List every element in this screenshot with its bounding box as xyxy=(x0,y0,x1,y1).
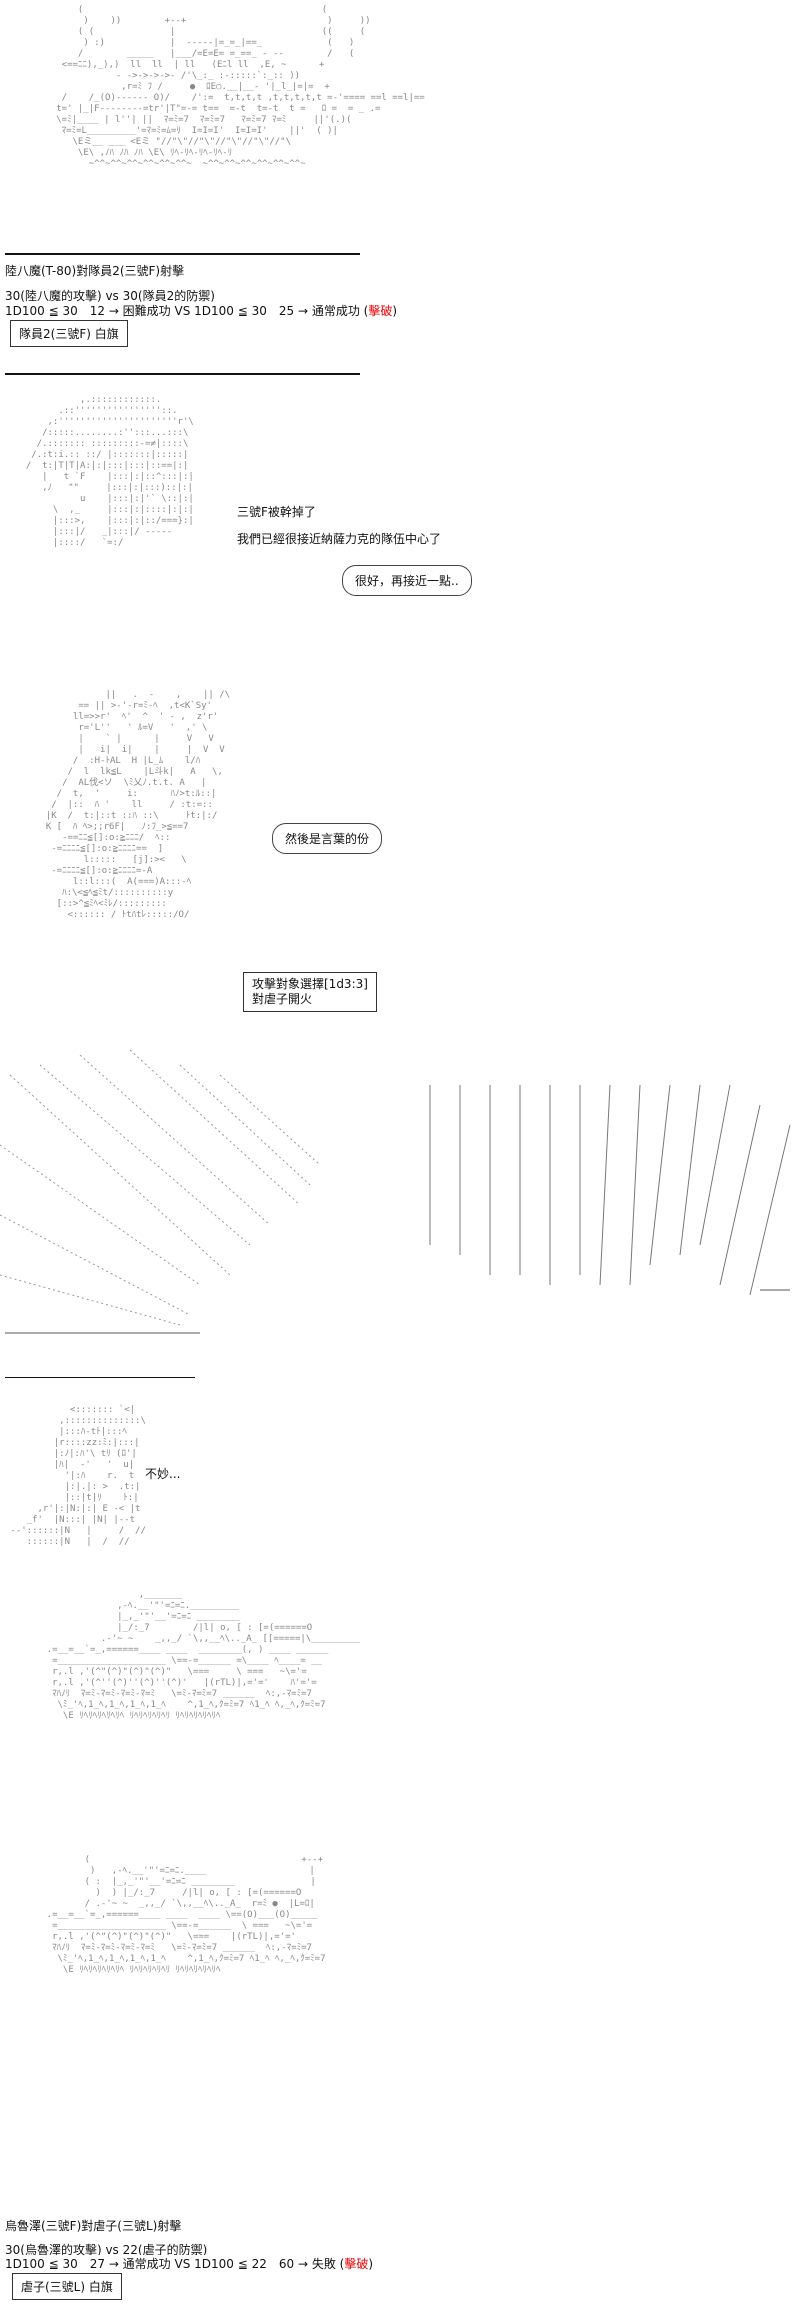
divider xyxy=(5,1377,195,1378)
dialogue-text: 不妙... xyxy=(145,1465,181,1482)
white-flag-box: 虐子(三號L) 白旗 xyxy=(12,2273,122,2300)
roll-text: 1D100 ≦ 30 27 → 通常成功 VS 1D100 ≦ 22 60 → … xyxy=(5,2257,345,2271)
ascii-art-character: ,.::::::::::::. .::''''''''''''''''::. ,… xyxy=(25,395,194,548)
ascii-art-character-3: <::::::: `<| ,::::::::::::::\ |:::ﾊ-tﾄ|:… xyxy=(10,1405,146,1547)
speech-bubble: 很好，再接近一點.. xyxy=(342,565,472,596)
speech-bubble: 然後是言葉的份 xyxy=(272,823,383,854)
dice-roll-result: 1D100 ≦ 30 27 → 通常成功 VS 1D100 ≦ 22 60 → … xyxy=(5,2255,374,2272)
roll-text: 1D100 ≦ 30 12 → 困難成功 VS 1D100 ≦ 30 25 → … xyxy=(5,304,369,318)
attack-title: 陸八魔(T-80)對隊員2(三號F)射擊 xyxy=(5,262,185,279)
destroyed-label: 擊破 xyxy=(344,2257,369,2271)
white-flag-box: 隊員2(三號F) 白旗 xyxy=(10,320,128,347)
dice-roll-result: 1D100 ≦ 30 12 → 困難成功 VS 1D100 ≦ 30 25 → … xyxy=(5,302,398,319)
ascii-art-tanks-white-flag: ( +--+ ) ,-ﾍ.__'"'=ﾆ=ﾆ.____ | ( : |_,_'"… xyxy=(46,1855,326,1975)
roll-suffix: ) xyxy=(368,2257,374,2271)
ascii-art-character-2: || . - , || /\ == || >-'-r=ﾐ-ﾍ ,t<K`Sy' … xyxy=(45,690,231,920)
explosion-burst-art xyxy=(0,1049,791,1334)
ascii-art-tanks-row: ,_______ ,-ﾍ.__'"'=ﾆ=ﾆ._________ |_,_'"'… xyxy=(46,1590,361,1721)
target-roll: 攻擊對象選擇[1d3:3] xyxy=(252,977,368,991)
destroyed-label: 擊破 xyxy=(368,304,393,318)
ascii-art-tanks-smoke: ( ( ) )) +--+ ) )) ( ( | (( ( ) :) | --- xyxy=(56,5,425,169)
target-action: 對虐子開火 xyxy=(252,992,313,1006)
narration-line: 我們已經很接近納薩力克的隊伍中心了 xyxy=(237,530,442,547)
roll-suffix: ) xyxy=(392,304,398,318)
divider xyxy=(5,373,360,375)
attack-versus: 30(烏魯澤的攻擊) vs 22(虐子的防禦) xyxy=(5,2241,208,2258)
narration-line: 三號F被幹掉了 xyxy=(237,503,316,520)
attack-versus: 30(陸八魔的攻擊) vs 30(隊員2的防禦) xyxy=(5,287,215,304)
divider xyxy=(5,253,360,255)
target-selection-box: 攻擊對象選擇[1d3:3]對虐子開火 xyxy=(243,972,377,1012)
attack-title: 烏魯澤(三號F)對虐子(三號L)射擊 xyxy=(5,2217,182,2234)
